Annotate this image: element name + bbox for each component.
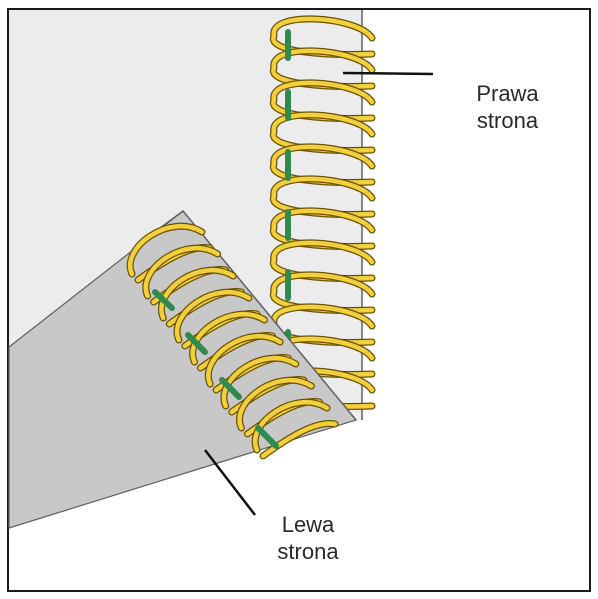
diagonal-seam-stitch [152,289,175,311]
label-left-side: Lewa strona [258,511,358,565]
overlock-loops-vertical [269,15,376,410]
label-left-side-line2: strona [277,539,339,564]
leader-line-left-side [204,449,256,516]
overlock-loops-diagonal [126,222,339,460]
diagonal-seam-stitch [219,377,242,400]
label-left-side-line1: Lewa [281,512,335,537]
leader-line-right-side [342,71,434,76]
label-right-side-line2: strona [476,108,539,133]
diagonal-seam-stitch [255,425,279,449]
label-right-side-line1: Prawa [476,81,539,106]
diagonal-seam-stitch [185,332,208,355]
diagonal-thread-loop [253,400,338,459]
label-right-side: Prawa strona [455,80,560,134]
